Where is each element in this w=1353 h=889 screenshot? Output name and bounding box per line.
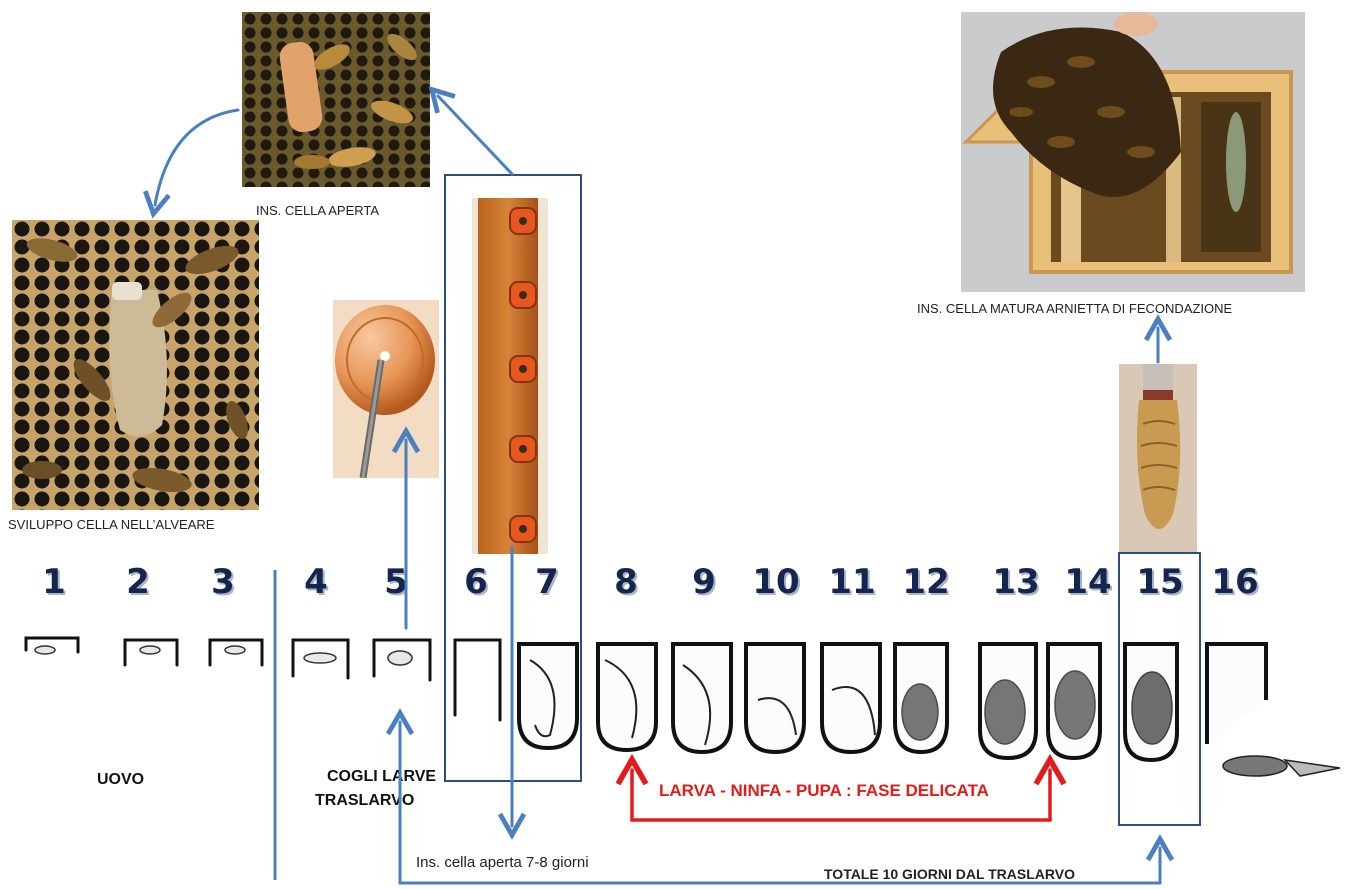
cell-day-4 <box>293 640 348 678</box>
cell-day-13 <box>980 644 1036 758</box>
cell-day-1 <box>26 638 78 652</box>
arrow-to-open-cell <box>438 96 512 174</box>
photo-grafting-tool <box>333 300 439 478</box>
day-number: 2 <box>108 562 168 602</box>
day-number: 3 <box>193 562 253 602</box>
day-number: 12 <box>896 562 956 602</box>
photo-mating-nuc <box>961 12 1305 292</box>
cell-day-10 <box>746 644 804 752</box>
frame-days-6-7 <box>444 174 582 782</box>
cell-day-11 <box>822 644 880 752</box>
label-pick-larvae: COGLI LARVE <box>327 768 436 786</box>
day-number: 16 <box>1205 562 1265 602</box>
day-number: 5 <box>366 562 426 602</box>
photo-open-cell <box>242 12 430 187</box>
arrow-to-development <box>155 110 238 205</box>
day-number: 13 <box>986 562 1046 602</box>
day-number: 11 <box>822 562 882 602</box>
label-delicate-phase: LARVA - NINFA - PUPA : FASE DELICATA <box>659 781 989 801</box>
caption-open-cell: INS. CELLA APERTA <box>256 203 379 218</box>
cell-day-5 <box>374 640 430 680</box>
frame-day-15 <box>1118 552 1201 826</box>
cell-day-8 <box>598 644 656 750</box>
day-number: 14 <box>1058 562 1118 602</box>
caption-development: SVILUPPO CELLA NELL’ALVEARE <box>8 517 214 532</box>
label-egg: UOVO <box>97 771 144 789</box>
day-number: 1 <box>24 562 84 602</box>
label-grafting: TRASLARVO <box>315 792 414 810</box>
photo-cell-development <box>12 220 259 510</box>
cell-day-12 <box>895 644 947 752</box>
day-number: 8 <box>596 562 656 602</box>
day-number: 10 <box>746 562 806 602</box>
day-number: 4 <box>286 562 346 602</box>
day-number: 9 <box>674 562 734 602</box>
cell-day-2 <box>125 640 177 665</box>
caption-mature-cell: INS. CELLA MATURA ARNIETTA DI FECONDAZIO… <box>917 301 1232 316</box>
label-total-days: TOTALE 10 GIORNI DAL TRASLARVO <box>824 866 1075 882</box>
cell-day-16 <box>1207 644 1266 744</box>
photo-mature-cell <box>1119 364 1197 552</box>
cell-day-9 <box>673 644 731 752</box>
cell-day-14 <box>1048 644 1100 758</box>
label-open-cell-days: Ins. cella aperta 7-8 giorni <box>416 854 589 871</box>
cell-day-3 <box>210 640 262 665</box>
